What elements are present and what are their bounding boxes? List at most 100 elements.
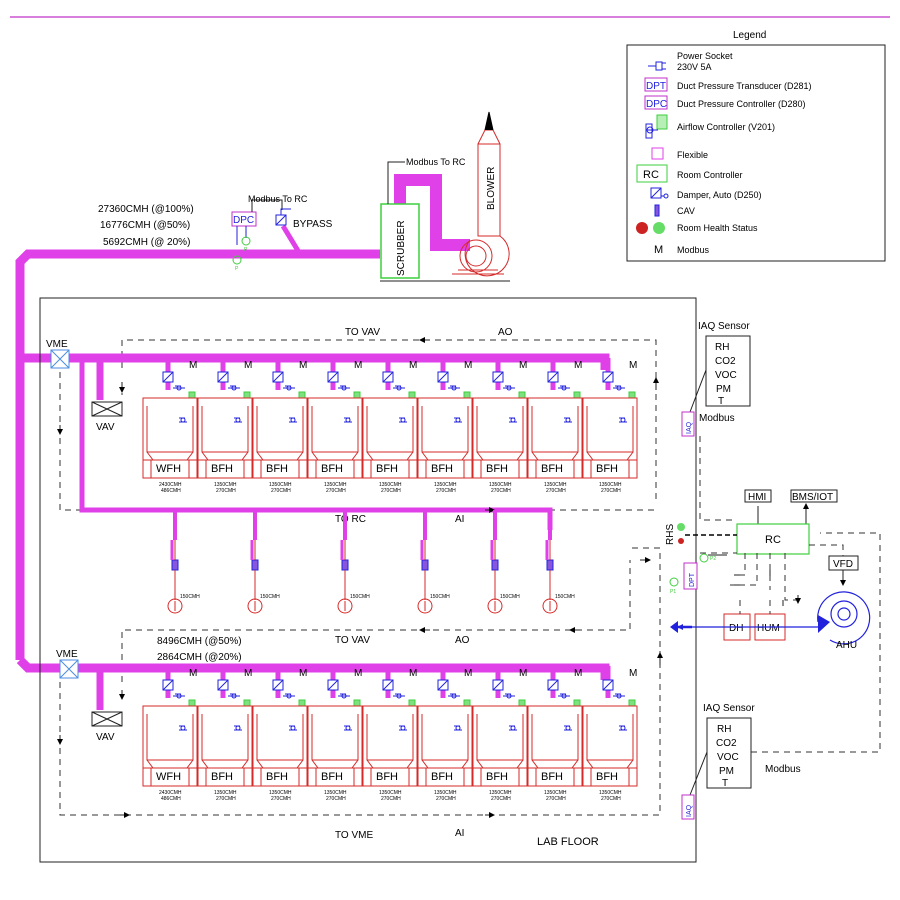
hood-flow-label: 1350CMH — [599, 482, 622, 488]
exhaust-main-duct — [15, 174, 470, 673]
snorkel[interactable]: 150CMH — [337, 540, 370, 614]
bypass-damper-icon[interactable] — [275, 208, 291, 226]
hood-type-label: BFH — [431, 463, 453, 475]
bms-label: BMS/IOT — [792, 492, 833, 503]
iaq-top-tag: IAQ — [686, 421, 693, 434]
modbus-tag: M — [299, 360, 307, 371]
iaq-sensor-top[interactable]: IAQ Sensor RH CO2 VOC PM T IAQ Modbus — [681, 321, 751, 521]
flexible-icon — [651, 147, 664, 160]
lower-vme[interactable] — [59, 659, 79, 679]
hood-type-label: BFH — [376, 771, 398, 783]
hood-type-label: BFH — [596, 771, 618, 783]
hood-flow-label: 1350CMH — [269, 482, 292, 488]
hood-flow2-label: 486CMH — [161, 488, 181, 494]
hood-flow2-label: 270CMH — [271, 488, 291, 494]
lower-vme-label: VME — [56, 649, 78, 660]
scrubber[interactable]: SCRUBBER — [380, 203, 420, 279]
legend-item-damper: Damper, Auto (D250) — [677, 190, 762, 200]
hood-type-label: BFH — [431, 771, 453, 783]
hood-flow-label: 1350CMH — [434, 482, 457, 488]
bms-box[interactable] — [790, 489, 838, 503]
snorkel[interactable]: 150CMH — [542, 540, 575, 614]
snorkel-flow-label: 150CMH — [430, 594, 450, 600]
iaq-sensor-bottom[interactable]: IAQ Sensor RH CO2 VOC PM T IAQ Modbus — [681, 532, 881, 820]
iaq-bottom-tag: IAQ — [686, 804, 693, 817]
ahu-label: AHU — [836, 640, 857, 651]
ahu-fan[interactable] — [817, 591, 871, 645]
lower-ao: AO — [455, 635, 470, 646]
hood-flow-label: 2430CMH — [159, 482, 182, 488]
iaq-bottom-param: CO2 — [716, 738, 737, 749]
legend-item-cav: CAV — [677, 206, 695, 216]
hood-flow-label: 1350CMH — [544, 790, 567, 796]
modbus-tag: M — [519, 668, 527, 679]
dpc-modbus-label: Modbus To RC — [248, 194, 308, 204]
lower-hood-row: MWFH2430CMH486CMHMBFH1350CMH270CMHMBFH13… — [142, 666, 638, 802]
hood-flow2-label: 270CMH — [271, 796, 291, 802]
lab-floor-label: LAB FLOOR — [537, 836, 599, 848]
hood-flow-label: 1350CMH — [269, 790, 292, 796]
upper-vme[interactable] — [50, 349, 70, 369]
hood-type-label: BFH — [541, 463, 563, 475]
upper-vav-damper[interactable] — [91, 401, 123, 417]
hood-type-label: BFH — [486, 771, 508, 783]
power-socket-icon — [648, 61, 666, 71]
legend-dpc-code: DPC — [646, 99, 667, 110]
hood-flow-label: 1350CMH — [214, 790, 237, 796]
rhs-green-icon — [677, 523, 685, 531]
dpc-controller[interactable]: DPC P P — [231, 199, 283, 272]
blower-label: BLOWER — [486, 167, 497, 210]
snorkel[interactable]: 150CMH — [247, 540, 280, 614]
rhs-red-icon — [678, 538, 684, 544]
snorkel[interactable]: 150CMH — [167, 540, 200, 614]
iaq-top-param: T — [718, 396, 724, 407]
hood-flow2-label: 270CMH — [216, 488, 236, 494]
legend-item-modbus: Modbus — [677, 245, 710, 255]
iaq-bottom-param: PM — [719, 766, 734, 777]
hood-type-label: BFH — [266, 463, 288, 475]
blower[interactable]: BLOWER — [452, 111, 510, 277]
hood-flow-label: 1350CMH — [379, 482, 402, 488]
legend-item-airflow: Airflow Controller (V201) — [677, 122, 775, 132]
lower-vav-damper[interactable] — [91, 711, 123, 727]
hmi-label: HMI — [748, 492, 766, 503]
hood-flow-label: 1350CMH — [489, 790, 512, 796]
hood-flow2-label: 270CMH — [601, 488, 621, 494]
snorkel[interactable]: 150CMH — [417, 540, 450, 614]
hood-type-label: BFH — [321, 463, 343, 475]
snorkel[interactable]: 150CMH — [487, 540, 520, 614]
lab-dpt[interactable] — [683, 562, 698, 590]
hmi-box[interactable] — [744, 489, 772, 503]
hood-flow-label: 1350CMH — [324, 790, 347, 796]
hood-flow-label: 1350CMH — [599, 790, 622, 796]
hood-type-label: WFH — [156, 771, 181, 783]
hood-flow2-label: 270CMH — [326, 796, 346, 802]
airflow-controller-icon — [645, 114, 668, 139]
modbus-tag: M — [189, 668, 197, 679]
legend-item-dpt: Duct Pressure Transducer (D281) — [677, 81, 812, 91]
room-controller-box[interactable] — [736, 523, 810, 555]
upper-ai: AI — [455, 514, 464, 525]
hood-flow2-label: 270CMH — [546, 796, 566, 802]
upper-ao: AO — [498, 327, 513, 338]
iaq-bottom-title: IAQ Sensor — [703, 703, 755, 714]
cav-icon — [654, 204, 660, 217]
